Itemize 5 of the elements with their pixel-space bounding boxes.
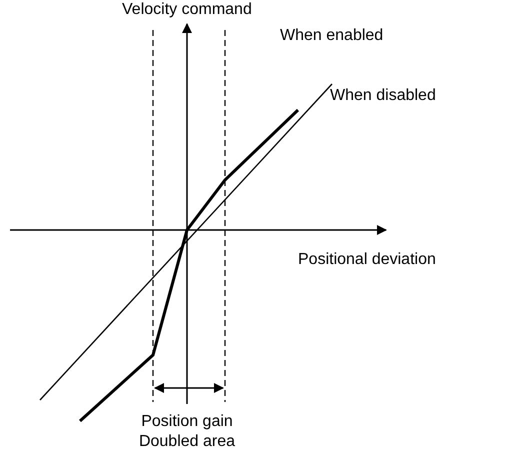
- axis-label: Positional deviation: [298, 250, 436, 270]
- area-label: Position gain Doubled area: [138, 412, 236, 452]
- axis-label: Velocity command: [122, 0, 252, 20]
- line-label: When disabled: [330, 86, 436, 106]
- line-label: When enabled: [280, 26, 384, 46]
